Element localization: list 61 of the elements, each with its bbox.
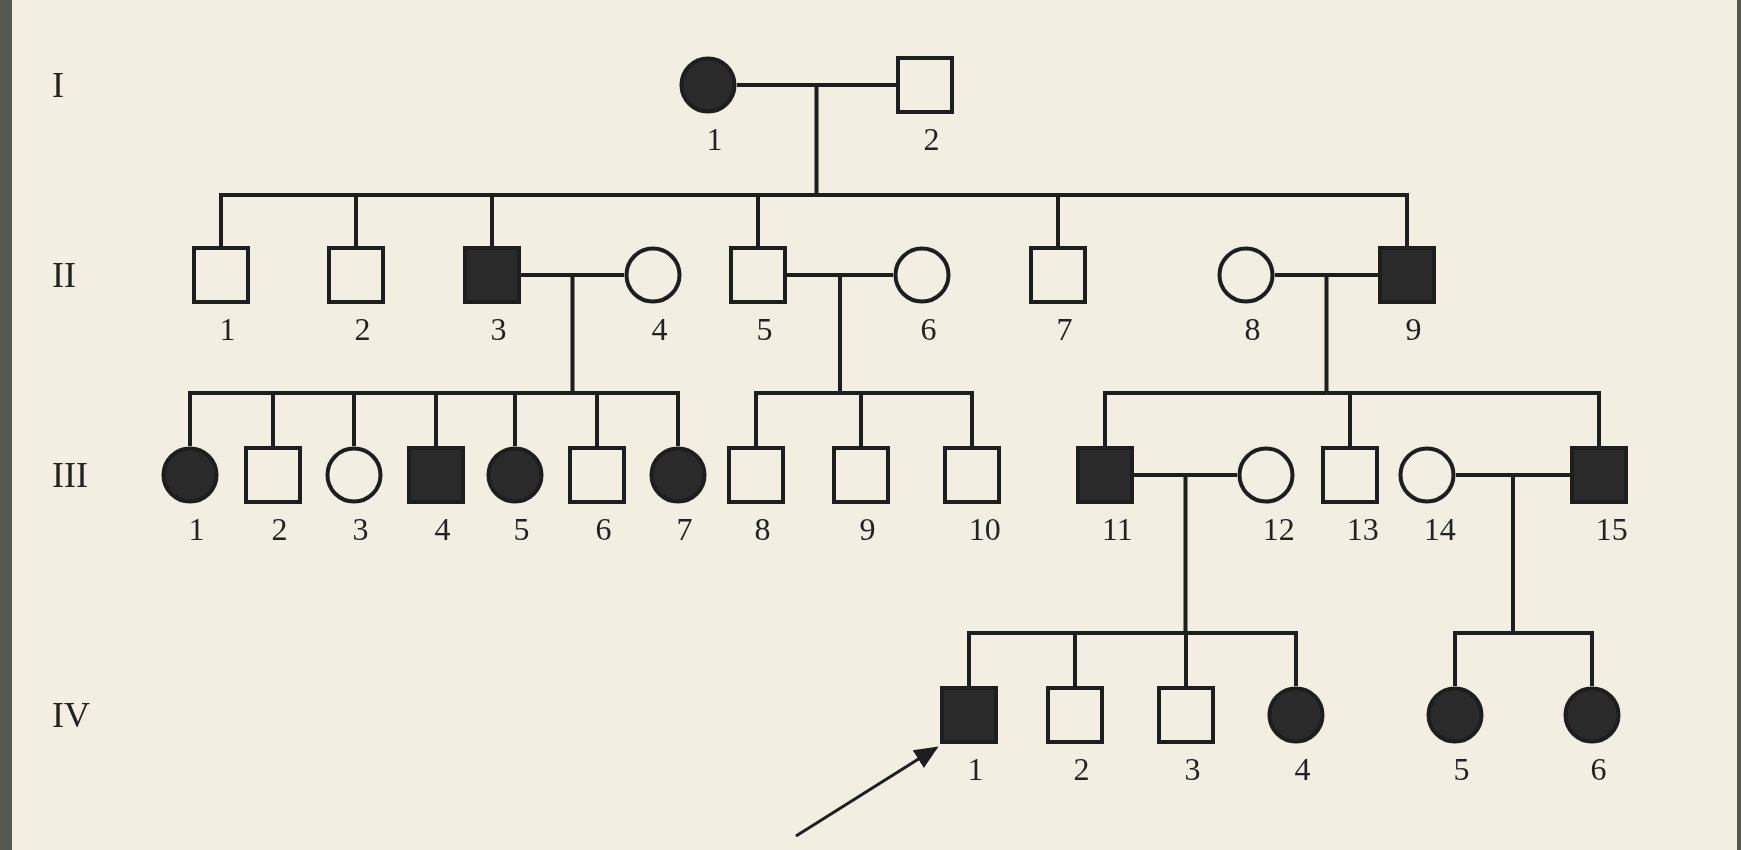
marriage-line — [1456, 473, 1570, 477]
marriage-line — [737, 83, 896, 87]
individual-number: 6 — [1590, 752, 1607, 786]
descent-line — [1103, 391, 1327, 446]
individual-number: 7 — [1056, 312, 1073, 346]
descent-line — [754, 391, 840, 446]
individual-number: 2 — [923, 122, 940, 156]
individual-number: 1 — [967, 752, 984, 786]
descent-line — [570, 275, 575, 393]
individual-number: 6 — [595, 512, 612, 546]
individual-number: 9 — [1405, 312, 1422, 346]
individual-number: 4 — [434, 512, 451, 546]
individual-number: 2 — [1073, 752, 1090, 786]
marriage-line — [1134, 473, 1237, 477]
pointer-arrow — [795, 746, 939, 838]
individual-number: 5 — [756, 312, 773, 346]
individual-number: 1 — [219, 312, 236, 346]
individual-number: 12 — [1262, 512, 1295, 546]
individual-number: 8 — [754, 512, 771, 546]
descent-line — [1453, 631, 1513, 686]
individual-number: 2 — [354, 312, 371, 346]
descent-line — [1326, 391, 1601, 446]
descent-line — [572, 391, 680, 446]
marriage-line — [1275, 273, 1378, 277]
individual-number: 7 — [676, 512, 693, 546]
marriage-line — [521, 273, 624, 277]
descent-line — [840, 391, 974, 446]
individual-number: 8 — [1244, 312, 1261, 346]
individual-number: 9 — [859, 512, 876, 546]
generation-label: I — [52, 65, 64, 105]
descent-line — [1511, 475, 1515, 633]
marriage-line — [787, 273, 893, 277]
descent-line — [1073, 631, 1186, 686]
individual-number: 5 — [1453, 752, 1470, 786]
descent-line — [1183, 631, 1188, 686]
individual-number: 3 — [1184, 752, 1201, 786]
individual-number: 14 — [1423, 512, 1456, 546]
descent-line — [838, 275, 842, 393]
individual-number: 1 — [188, 512, 205, 546]
generation-label: II — [52, 255, 76, 295]
individual-number: 15 — [1595, 512, 1628, 546]
descent-line — [513, 391, 573, 446]
individual-number: 1 — [706, 122, 723, 156]
descent-line — [756, 193, 817, 246]
descent-line — [1324, 275, 1329, 393]
individual-number: 3 — [352, 512, 369, 546]
individual-number: 2 — [271, 512, 288, 546]
individual-number: 3 — [490, 312, 507, 346]
descent-line — [814, 85, 819, 195]
generation-label: IV — [52, 695, 90, 735]
individual-number: 4 — [1294, 752, 1311, 786]
descent-line — [1513, 631, 1594, 686]
descent-line — [1185, 631, 1298, 686]
descent-line — [1183, 475, 1188, 633]
individual-number: 4 — [651, 312, 668, 346]
generation-label: III — [52, 455, 88, 495]
individual-number: 11 — [1101, 512, 1133, 546]
individual-number: 13 — [1346, 512, 1379, 546]
individual-number: 10 — [968, 512, 1001, 546]
individual-number: 5 — [513, 512, 530, 546]
individual-number: 6 — [920, 312, 937, 346]
